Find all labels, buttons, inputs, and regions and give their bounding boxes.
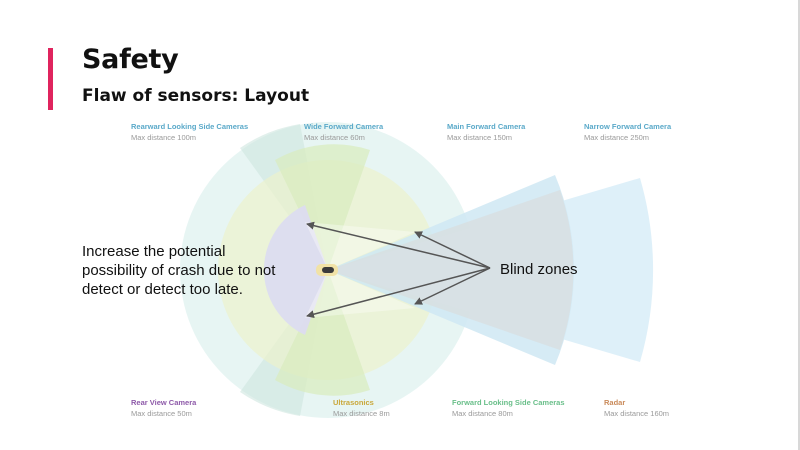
forward-side-wedge-bottom bbox=[275, 270, 370, 396]
blind-zone-region-lower bbox=[305, 270, 415, 318]
sensor-name: Rearward Looking Side Cameras bbox=[131, 122, 249, 131]
sensor-name: Rear View Camera bbox=[131, 398, 197, 407]
sensor-label-main-forward: Main Forward Camera Max distance 150m bbox=[447, 121, 525, 143]
sensor-label-radar: Radar Max distance 160m bbox=[604, 397, 669, 419]
sensor-label-forward-side: Forward Looking Side Cameras Max distanc… bbox=[452, 397, 565, 419]
slide-title: Safety bbox=[82, 44, 179, 75]
arrow-lower-right bbox=[414, 267, 491, 305]
arrow-lower-left bbox=[306, 267, 491, 319]
sensor-distance: Max distance 250m bbox=[584, 133, 650, 142]
sensor-label-rearward-side: Rearward Looking Side Cameras Max distan… bbox=[131, 121, 248, 143]
forward-side-wedge-top bbox=[275, 144, 370, 270]
accent-bar bbox=[48, 48, 53, 110]
sensor-name: Ultrasonics bbox=[333, 398, 374, 407]
arrow-upper-left bbox=[306, 221, 491, 269]
sensor-distance: Max distance 100m bbox=[131, 133, 197, 142]
rear-view-coverage bbox=[263, 205, 328, 335]
arrow-upper-right bbox=[414, 231, 491, 269]
slide-edge-divider bbox=[798, 0, 800, 450]
sensor-distance: Max distance 60m bbox=[304, 133, 365, 142]
sensor-label-wide-forward: Wide Forward Camera Max distance 60m bbox=[304, 121, 383, 143]
sensor-name: Forward Looking Side Cameras bbox=[452, 398, 565, 407]
sensor-distance: Max distance 160m bbox=[604, 409, 670, 418]
sensor-label-ultrasonics: Ultrasonics Max distance 8m bbox=[333, 397, 390, 419]
blind-zone-region bbox=[305, 222, 415, 270]
sensor-distance: Max distance 50m bbox=[131, 409, 192, 418]
sensor-name: Narrow Forward Camera bbox=[584, 122, 672, 131]
sensor-name: Main Forward Camera bbox=[447, 122, 526, 131]
blind-zones-callout: Blind zones bbox=[500, 261, 578, 278]
car-body-icon bbox=[322, 267, 334, 273]
sensor-distance: Max distance 80m bbox=[452, 409, 513, 418]
radar-coverage bbox=[328, 190, 574, 350]
sensor-name: Radar bbox=[604, 398, 626, 407]
crash-risk-callout: Increase the potential possibility of cr… bbox=[82, 243, 276, 298]
sensor-label-narrow-forward: Narrow Forward Camera Max distance 250m bbox=[584, 121, 671, 143]
sensor-name: Wide Forward Camera bbox=[304, 122, 384, 131]
sensor-distance: Max distance 8m bbox=[333, 409, 390, 418]
sensor-label-rear-view: Rear View Camera Max distance 50m bbox=[131, 397, 196, 419]
slide-subtitle: Flaw of sensors: Layout bbox=[82, 86, 310, 106]
sensor-distance: Max distance 150m bbox=[447, 133, 513, 142]
